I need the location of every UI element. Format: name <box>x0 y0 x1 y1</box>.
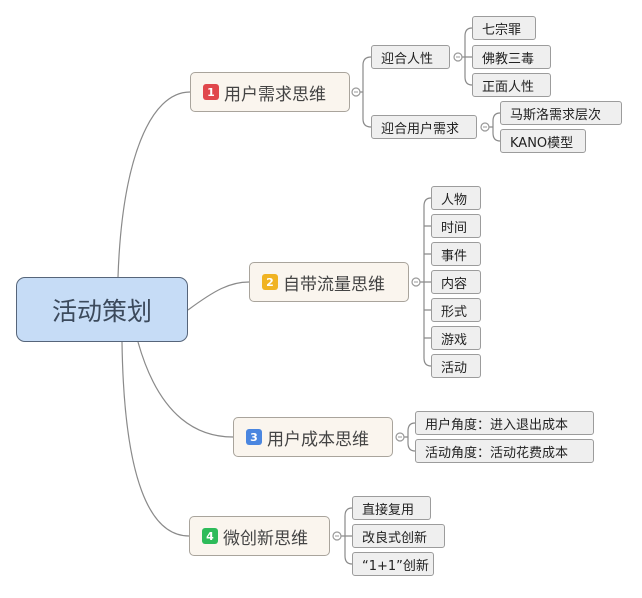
leaf-topic[interactable]: 改良式创新 <box>352 524 445 548</box>
leaf-topic[interactable]: 用户角度：进入退出成本 <box>415 411 594 435</box>
topic-label: 用户需求思维 <box>224 84 326 105</box>
leaf-label: 直接复用 <box>362 502 415 518</box>
leaf-label: 形式 <box>441 304 468 320</box>
priority-3-icon: 3 <box>246 429 262 445</box>
leaf-topic[interactable]: “1+1”创新 <box>352 552 434 576</box>
leaf-label: 七宗罪 <box>482 22 522 38</box>
leaf-label: 活动角度：活动花费成本 <box>425 445 569 461</box>
leaf-topic[interactable]: 形式 <box>431 298 481 322</box>
central-topic-label: 活动策划 <box>51 296 152 326</box>
leaf-label: 正面人性 <box>482 79 535 95</box>
leaf-label: 用户角度：进入退出成本 <box>425 417 569 433</box>
leaf-topic[interactable]: 活动角度：活动花费成本 <box>415 439 594 463</box>
central-topic[interactable]: 活动策划 <box>16 277 188 342</box>
topic-label: 自带流量思维 <box>283 274 385 295</box>
leaf-label: “1+1”创新 <box>362 558 429 574</box>
leaf-topic[interactable]: KANO模型 <box>500 129 586 153</box>
topic-user-needs[interactable]: 1 用户需求思维 <box>190 72 350 112</box>
topic-label: 微创新思维 <box>223 528 308 549</box>
leaf-topic[interactable]: 马斯洛需求层次 <box>500 101 622 125</box>
leaf-topic[interactable]: 人物 <box>431 186 481 210</box>
leaf-label: 改良式创新 <box>362 530 428 546</box>
leaf-label: 内容 <box>441 276 468 292</box>
topic-user-cost[interactable]: 3 用户成本思维 <box>233 417 393 457</box>
topic-micro-innovation[interactable]: 4 微创新思维 <box>189 516 330 556</box>
leaf-topic[interactable]: 佛教三毒 <box>472 45 551 69</box>
leaf-label: 活动 <box>441 360 468 376</box>
leaf-label: 人物 <box>441 192 468 208</box>
leaf-label: KANO模型 <box>510 135 574 151</box>
subtopic[interactable]: 迎合用户需求 <box>371 115 477 139</box>
leaf-label: 佛教三毒 <box>482 51 535 67</box>
priority-4-icon: 4 <box>202 528 218 544</box>
priority-2-icon: 2 <box>262 274 278 290</box>
leaf-topic[interactable]: 直接复用 <box>352 496 431 520</box>
leaf-topic[interactable]: 时间 <box>431 214 481 238</box>
leaf-topic[interactable]: 正面人性 <box>472 73 551 97</box>
priority-1-icon: 1 <box>203 84 219 100</box>
leaf-topic[interactable]: 七宗罪 <box>472 16 536 40</box>
leaf-label: 事件 <box>441 248 468 264</box>
leaf-topic[interactable]: 游戏 <box>431 326 481 350</box>
leaf-topic[interactable]: 内容 <box>431 270 481 294</box>
leaf-label: 马斯洛需求层次 <box>510 107 602 123</box>
subtopic[interactable]: 迎合人性 <box>371 45 450 69</box>
leaf-label: 游戏 <box>441 332 468 348</box>
subtopic-label: 迎合用户需求 <box>381 121 460 137</box>
subtopic-label: 迎合人性 <box>381 51 434 67</box>
leaf-topic[interactable]: 活动 <box>431 354 481 378</box>
topic-label: 用户成本思维 <box>267 429 369 450</box>
leaf-topic[interactable]: 事件 <box>431 242 481 266</box>
leaf-label: 时间 <box>441 220 468 236</box>
topic-traffic[interactable]: 2 自带流量思维 <box>249 262 409 302</box>
